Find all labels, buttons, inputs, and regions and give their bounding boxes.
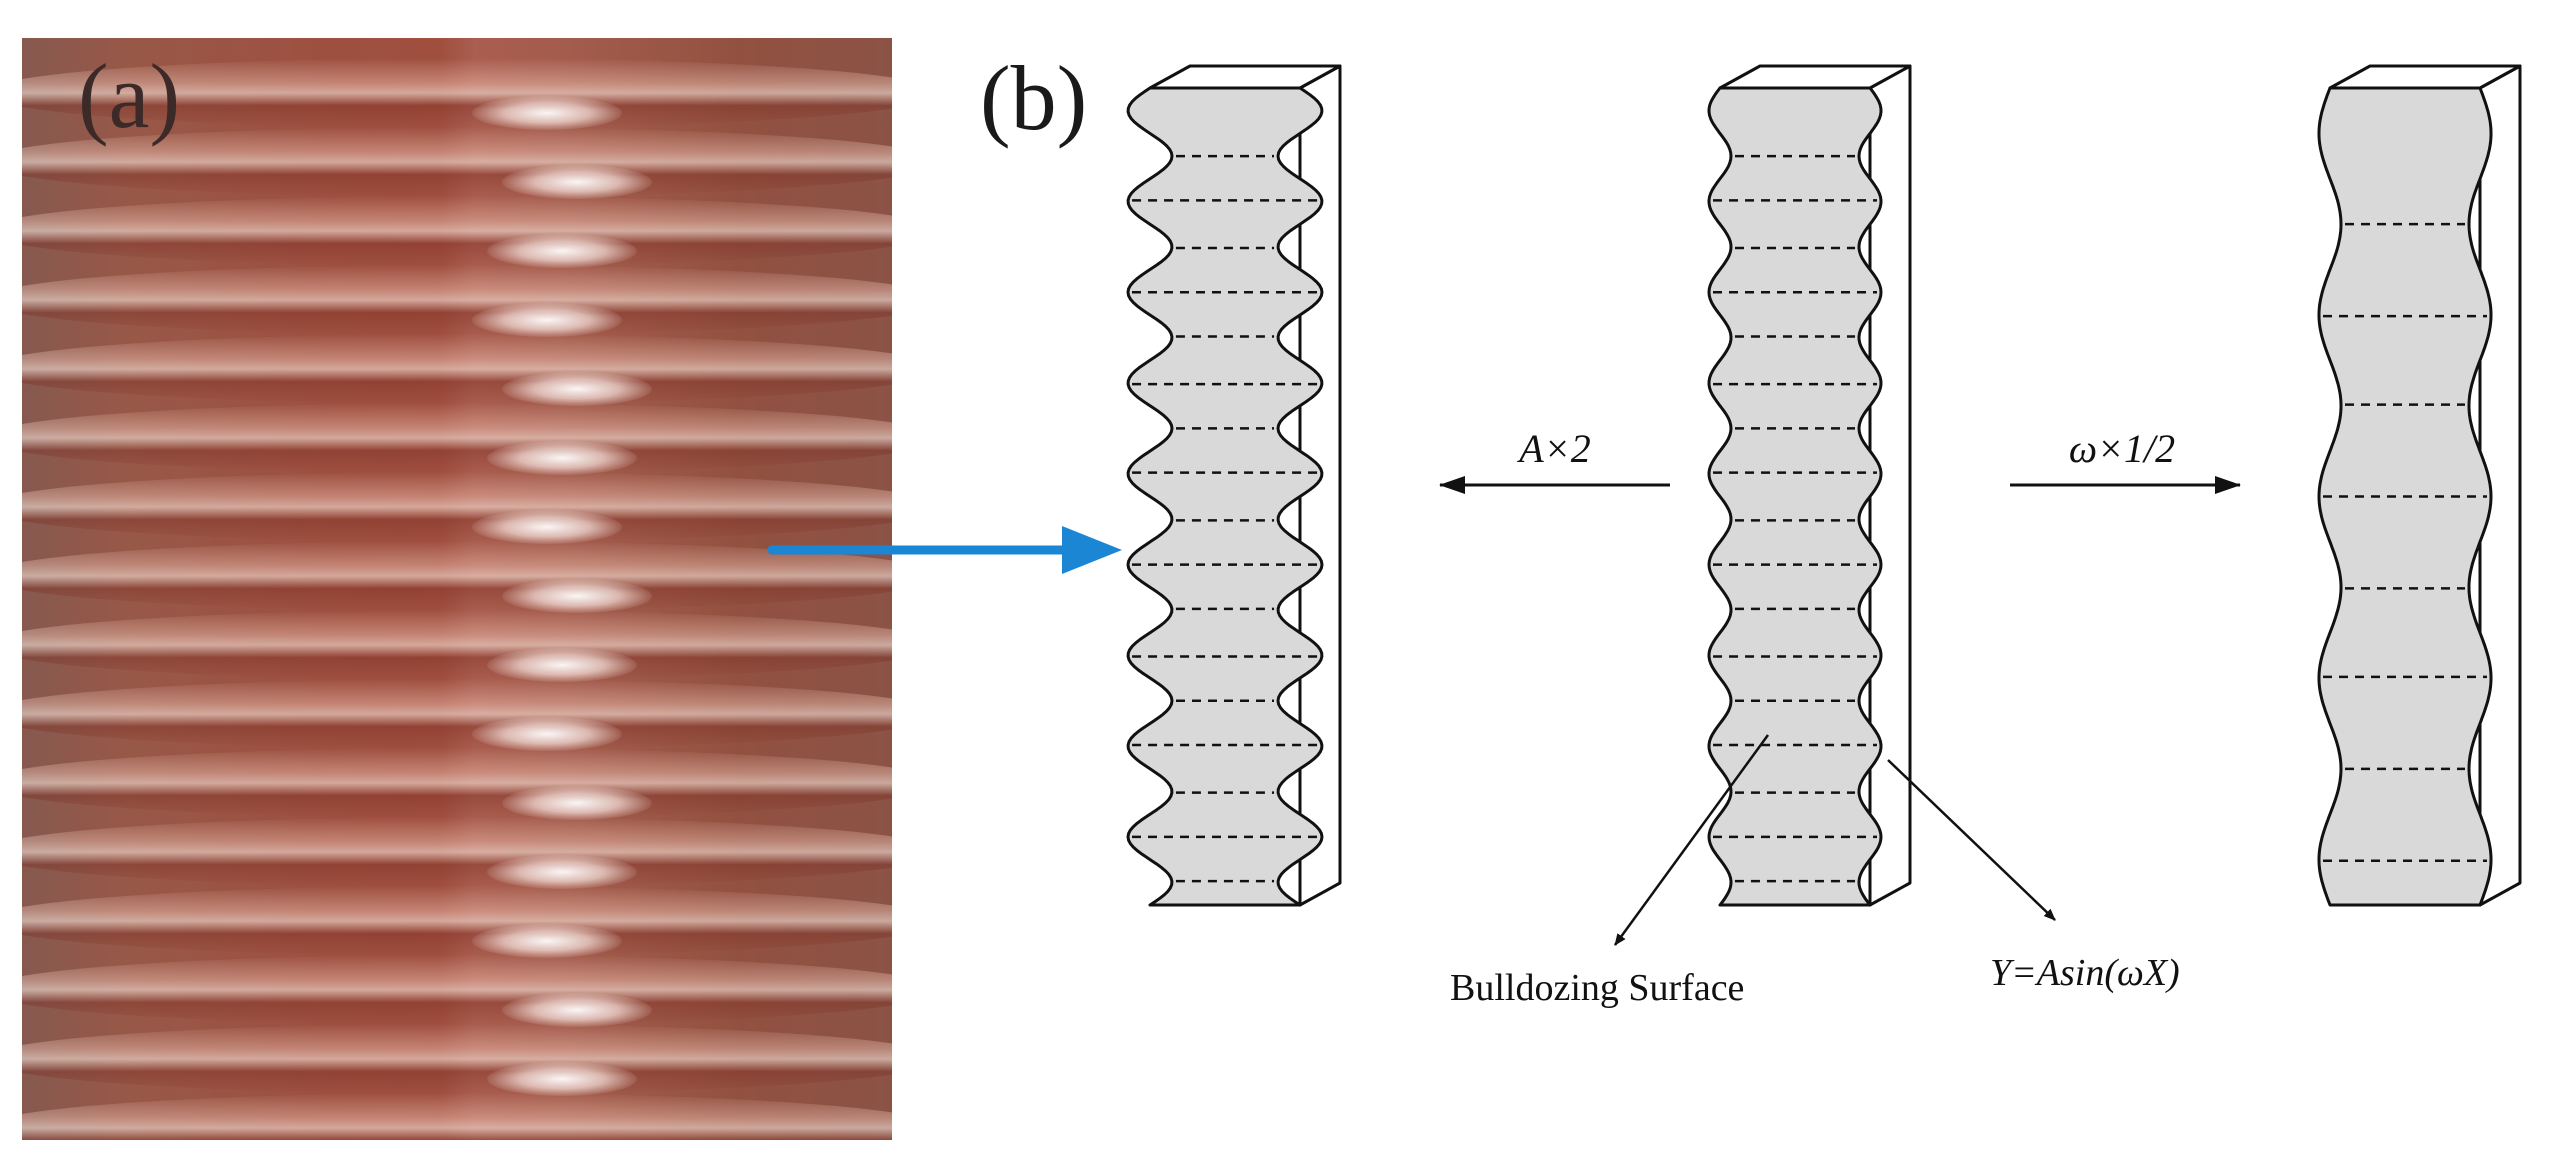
photo-highlight: [472, 510, 622, 544]
photo-thread-ridge: [22, 265, 892, 335]
label-bulldozing-surface: Bulldozing Surface: [1450, 967, 1744, 1009]
panel-a-label: (a): [78, 45, 181, 147]
photo-thread-ridge: [22, 1024, 892, 1094]
photo-highlight: [472, 717, 622, 751]
photo-thread-ridge: [22, 541, 892, 611]
callout-arrow-equation: [1887, 759, 2056, 921]
photo-thread-ridge: [22, 955, 892, 1025]
blue-connector-arrow: [767, 526, 1122, 574]
photo-highlight: [502, 165, 652, 199]
panel-b-label: (b): [980, 47, 1088, 149]
photo-highlight: [487, 441, 637, 475]
photo-highlight: [487, 234, 637, 268]
surface-bar-original: [1707, 64, 1912, 907]
photo-thread-ridge: [22, 196, 892, 266]
surface-bar-frequency-halved: [2317, 64, 2522, 907]
photo-highlight: [487, 648, 637, 682]
photo-panel-a: [22, 38, 892, 1140]
label-omega-half: ω×1/2: [2069, 426, 2175, 471]
label-amplitude-x2: A×2: [1516, 426, 1590, 471]
photo-highlight: [502, 993, 652, 1027]
photo-thread-ridge: [22, 610, 892, 680]
photo-thread-ridge: [22, 58, 892, 128]
photo-highlight: [487, 855, 637, 889]
photo-thread-ridge: [22, 679, 892, 749]
photo-thread-ridge: [22, 334, 892, 404]
photo-highlight: [502, 372, 652, 406]
photo-highlight: [487, 1062, 637, 1096]
bar-front-face: [1126, 86, 1324, 907]
photo-highlight: [502, 786, 652, 820]
photo-highlight: [472, 96, 622, 130]
photo-thread-ridge: [22, 1093, 892, 1140]
photo-highlight: [502, 579, 652, 613]
photo-thread-ridge: [22, 403, 892, 473]
photo-thread-ridge: [22, 127, 892, 197]
photo-highlight: [472, 303, 622, 337]
photo-thread-ridge: [22, 817, 892, 887]
photo-thread-ridge: [22, 886, 892, 956]
callout-arrow-bulldozing-surface: [1613, 734, 1770, 946]
photo-thread-ridge: [22, 748, 892, 818]
photo-highlight: [472, 924, 622, 958]
label-equation: Y=Asin(ωX): [1990, 952, 2180, 994]
photo-thread-ridge: [22, 472, 892, 542]
surface-bar-amplitude-doubled: [1126, 64, 1342, 907]
